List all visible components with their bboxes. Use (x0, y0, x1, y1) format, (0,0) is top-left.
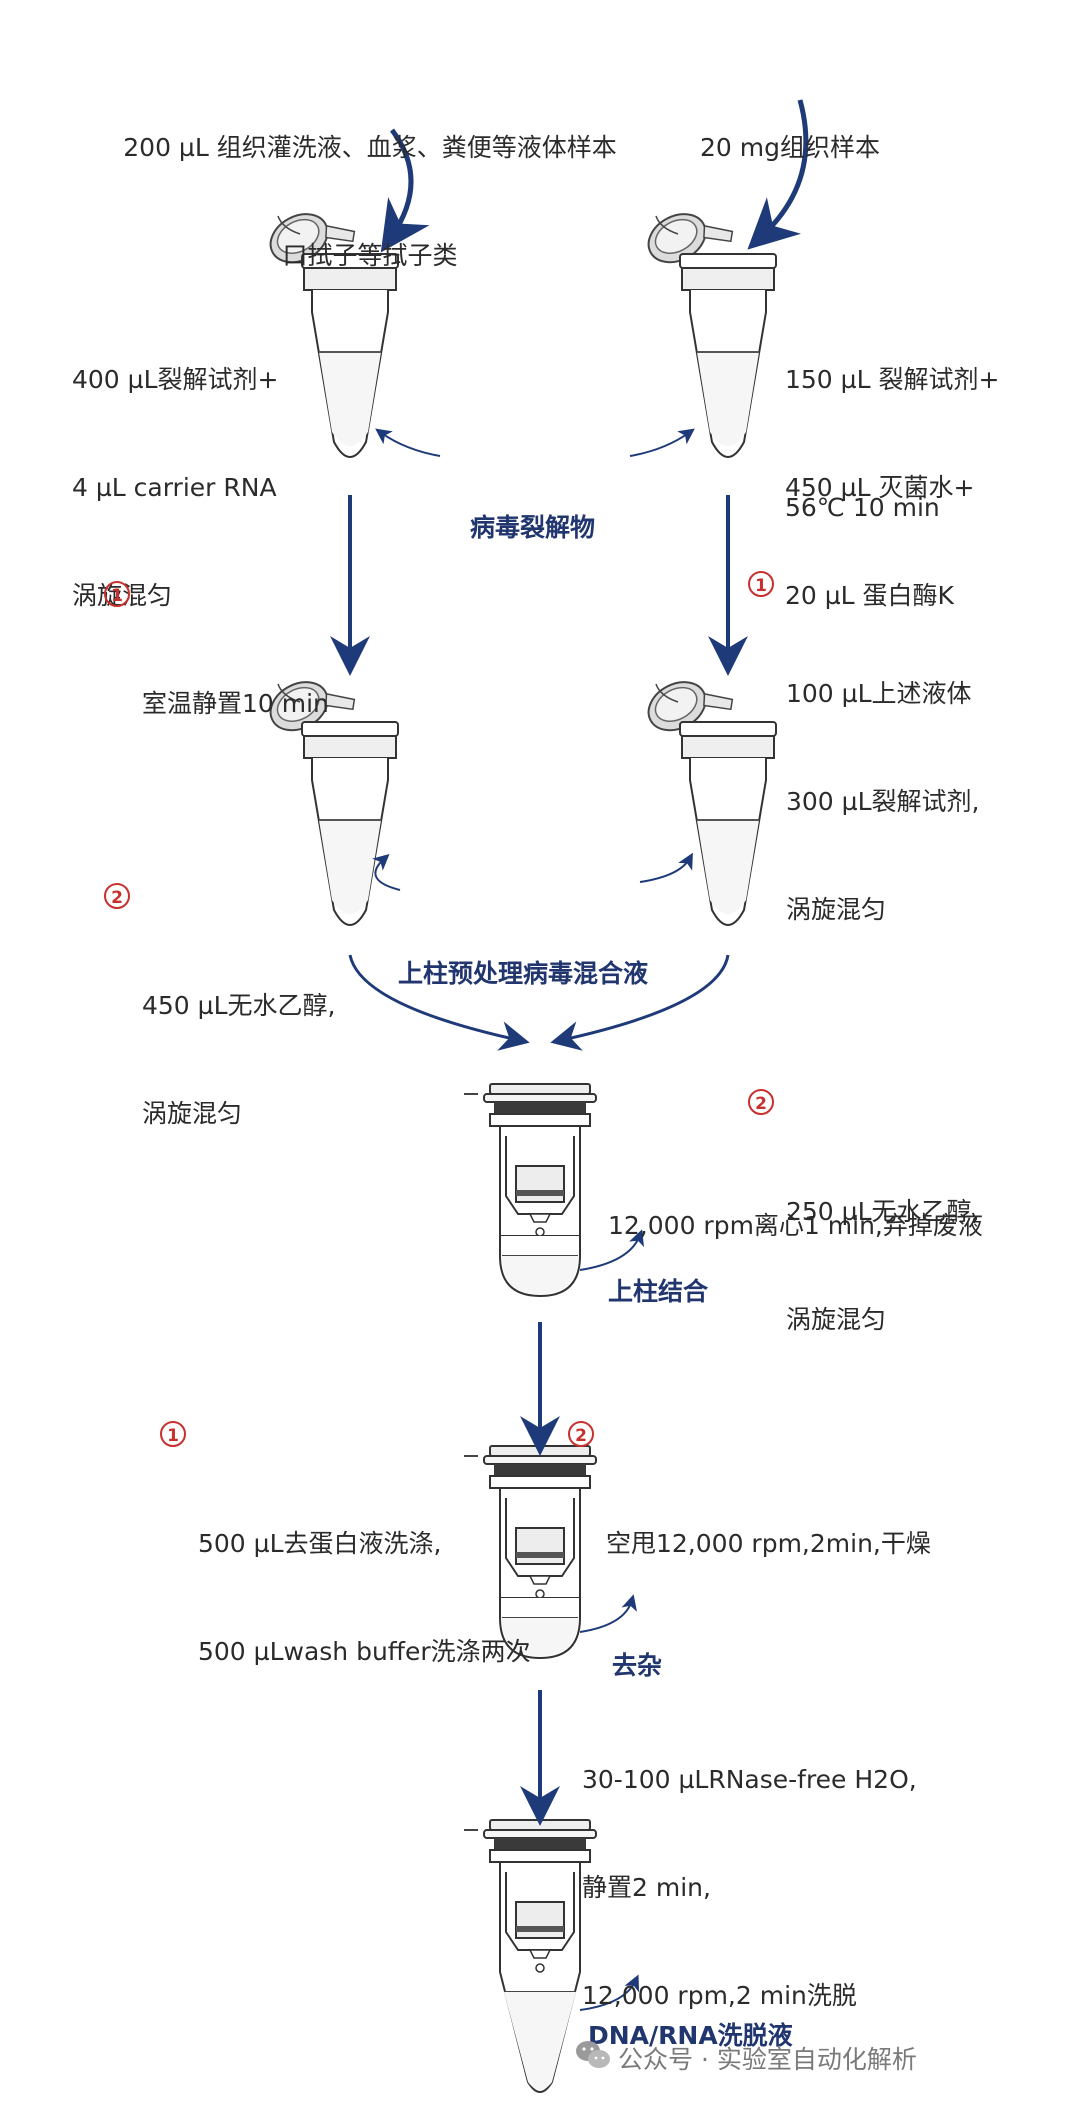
merge-arrow-left (348, 954, 530, 1051)
mix-arrow-left (372, 854, 401, 891)
lysate-arrow-left (375, 428, 441, 457)
right-step-2: 2 250 µL无水乙醇, 涡旋混匀 (748, 1086, 979, 1410)
wash-step-1: 1 500 µL去蛋白液洗涤, 500 µLwash buffer洗涤两次 (160, 1346, 531, 1814)
eluate-label: DNA/RNA洗脱液 (588, 2021, 793, 2050)
watermark: 公众号 · 实验室自动化解析 (618, 2045, 917, 2074)
mix-arrow-right (639, 852, 693, 883)
sample-arrow-left (380, 128, 430, 253)
left-sample-input: 200 µL 组织灌洗液、血浆、粪便等液体样本 口拭子等拭子类 (123, 133, 617, 270)
left-steps: 1 室温静置10 min 2 450 µL无水乙醇, 涡旋混匀 (104, 506, 335, 1276)
step-number-badge: 2 (104, 883, 130, 909)
step-number-badge: 2 (748, 1089, 774, 1115)
eluate-arrow (579, 1974, 640, 2011)
binding-label: 上柱结合 (608, 1277, 709, 1306)
lysate-arrow-right (629, 428, 695, 457)
merge-arrow-right (550, 954, 730, 1051)
wechat-icon (576, 2041, 610, 2068)
right-incubation: 56℃ 10 min (785, 493, 940, 522)
step-number-badge: 1 (160, 1421, 186, 1447)
sample-arrow-right (747, 99, 809, 250)
elution-text: 30-100 µLRNase-free H2O, 静置2 min, 12,000… (582, 1765, 917, 2010)
step-number-badge: 2 (568, 1421, 594, 1447)
centrifuge-text: 12,000 rpm离心1 min,弃掉废液 (608, 1211, 983, 1240)
right-steps: 1 100 µL上述液体 300 µL裂解试剂, 涡旋混匀 2 250 µL无水… (748, 496, 979, 1482)
impurity-label: 去杂 (612, 1651, 663, 1680)
left-step-1: 1 室温静置10 min (104, 578, 335, 794)
right-lysis-reagents: 150 µL 裂解试剂+ 450 µL 灭菌水+ 20 µL 蛋白酶K (785, 365, 1000, 610)
step-number-badge: 1 (104, 581, 130, 607)
impurity-arrow (579, 1594, 637, 1633)
right-sample-input: 20 mg组织样本 (700, 133, 880, 162)
binding-arrow (579, 1229, 645, 1271)
step-number-badge: 1 (748, 571, 774, 597)
wash-step-2: 2 空甩12,000 rpm,2min,干燥 (568, 1346, 931, 1706)
mix-label: 上柱预处理病毒混合液 (398, 959, 649, 988)
right-step-1: 1 100 µL上述液体 300 µL裂解试剂, 涡旋混匀 (748, 568, 979, 1000)
left-step-2: 2 450 µL无水乙醇, 涡旋混匀 (104, 880, 335, 1204)
lysate-label: 病毒裂解物 (470, 513, 596, 542)
spin-column-tube-icon (463, 1083, 597, 1297)
